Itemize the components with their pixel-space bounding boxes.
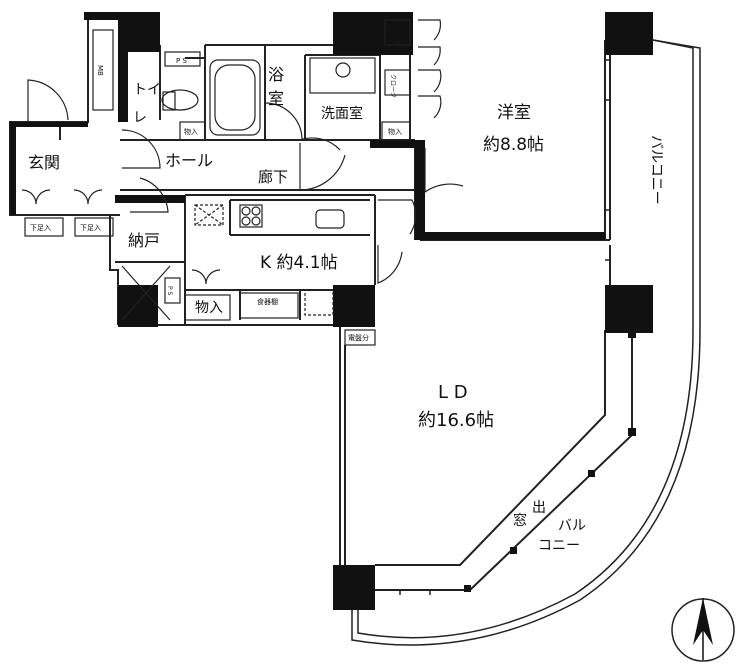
room-label-bath-top: 浴 <box>268 65 284 84</box>
label-closet-1: クローク <box>389 23 396 47</box>
room-label-western-room-size: 約8.8帖 <box>483 135 544 155</box>
windows <box>399 59 610 595</box>
label-distribution-board: 電盤分 <box>348 333 369 342</box>
label-closet-2: クローク <box>389 74 396 98</box>
bay-window-mullions <box>464 330 636 592</box>
room-label-kitchen: K 約4.1帖 <box>260 253 338 273</box>
room-label-balcony-bottom-bottom: コニー <box>538 538 580 554</box>
room-label-entrance: 玄関 <box>28 153 60 172</box>
label-shoe-box-1: 下足入 <box>30 224 51 232</box>
room-label-hall: ホール <box>165 151 213 170</box>
room-label-ld: L D <box>438 382 468 403</box>
structural-walls <box>10 12 653 610</box>
room-label-bay-window-top: 出 <box>532 500 546 516</box>
room-label-bath-bottom: 室 <box>268 89 284 108</box>
label-mb: MB <box>96 65 104 76</box>
fixtures <box>24 19 411 346</box>
label-shoe-box-2: 下足入 <box>80 224 101 232</box>
room-label-washroom: 洗面室 <box>321 105 363 122</box>
room-label-corridor: 廊下 <box>258 168 288 186</box>
room-label-western-room: 洋室 <box>497 103 531 123</box>
door-swings <box>21 19 464 285</box>
room-label-toilet-bottom: レ <box>133 110 147 126</box>
room-label-balcony-bottom-top: バル <box>558 518 586 534</box>
label-ps-kitchen: P S <box>166 286 173 296</box>
room-label-balcony-right: バルコニー <box>648 135 664 205</box>
room-label-storage-room: 納戸 <box>128 231 160 250</box>
room-label-ld-size: 約16.6帖 <box>418 410 494 431</box>
room-label-pantry: 物入 <box>195 300 223 316</box>
room-label-bay-window-bottom: 窓 <box>513 512 527 529</box>
label-ps-top: P S <box>176 57 187 65</box>
balcony-outline <box>351 39 701 646</box>
label-storage-washroom: 物入 <box>388 127 402 136</box>
label-cupboard: 食器棚 <box>257 297 278 306</box>
label-storage-toilet: 物入 <box>184 127 198 136</box>
room-label-toilet-top: トイ <box>133 82 161 98</box>
north-arrow-icon <box>671 598 735 662</box>
